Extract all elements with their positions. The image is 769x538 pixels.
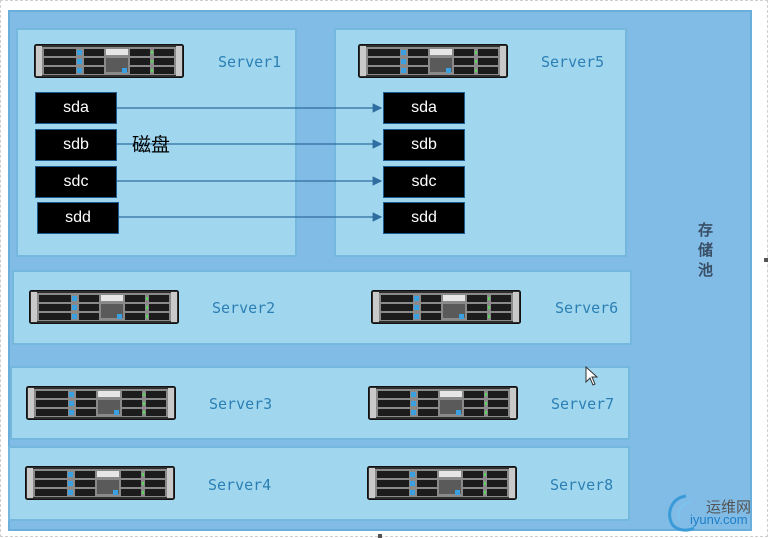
- source-disk-sdd: sdd: [37, 202, 119, 234]
- source-disk-sdc: sdc: [35, 166, 117, 198]
- frame-handle-right: [764, 258, 768, 262]
- server1-label: Server1: [218, 53, 282, 71]
- server7-label: Server7: [551, 395, 615, 413]
- target-disk-sda: sda: [383, 92, 465, 124]
- server4-label: Server4: [208, 476, 272, 494]
- watermark-logo-icon: [668, 494, 695, 532]
- target-disk-sdc: sdc: [383, 166, 465, 198]
- source-disk-sda: sda: [35, 92, 117, 124]
- disk-annotation: 磁盘: [132, 134, 171, 156]
- mouse-cursor-icon: [585, 366, 599, 386]
- watermark-cn: 运维网: [706, 498, 752, 516]
- storage-pool-label: 存储池: [697, 221, 714, 279]
- server3-label: Server3: [209, 395, 273, 413]
- frame-handle: [378, 534, 382, 538]
- server5-label: Server5: [541, 53, 605, 71]
- server2-label: Server2: [212, 299, 276, 317]
- server6-label: Server6: [555, 299, 619, 317]
- target-disk-sdb: sdb: [383, 129, 465, 161]
- source-disk-sdb: sdb: [35, 129, 117, 161]
- row2-panel: [12, 270, 632, 345]
- target-disk-sdd: sdd: [383, 202, 465, 234]
- watermark-en: iyunv.com: [690, 512, 748, 527]
- server8-label: Server8: [550, 476, 614, 494]
